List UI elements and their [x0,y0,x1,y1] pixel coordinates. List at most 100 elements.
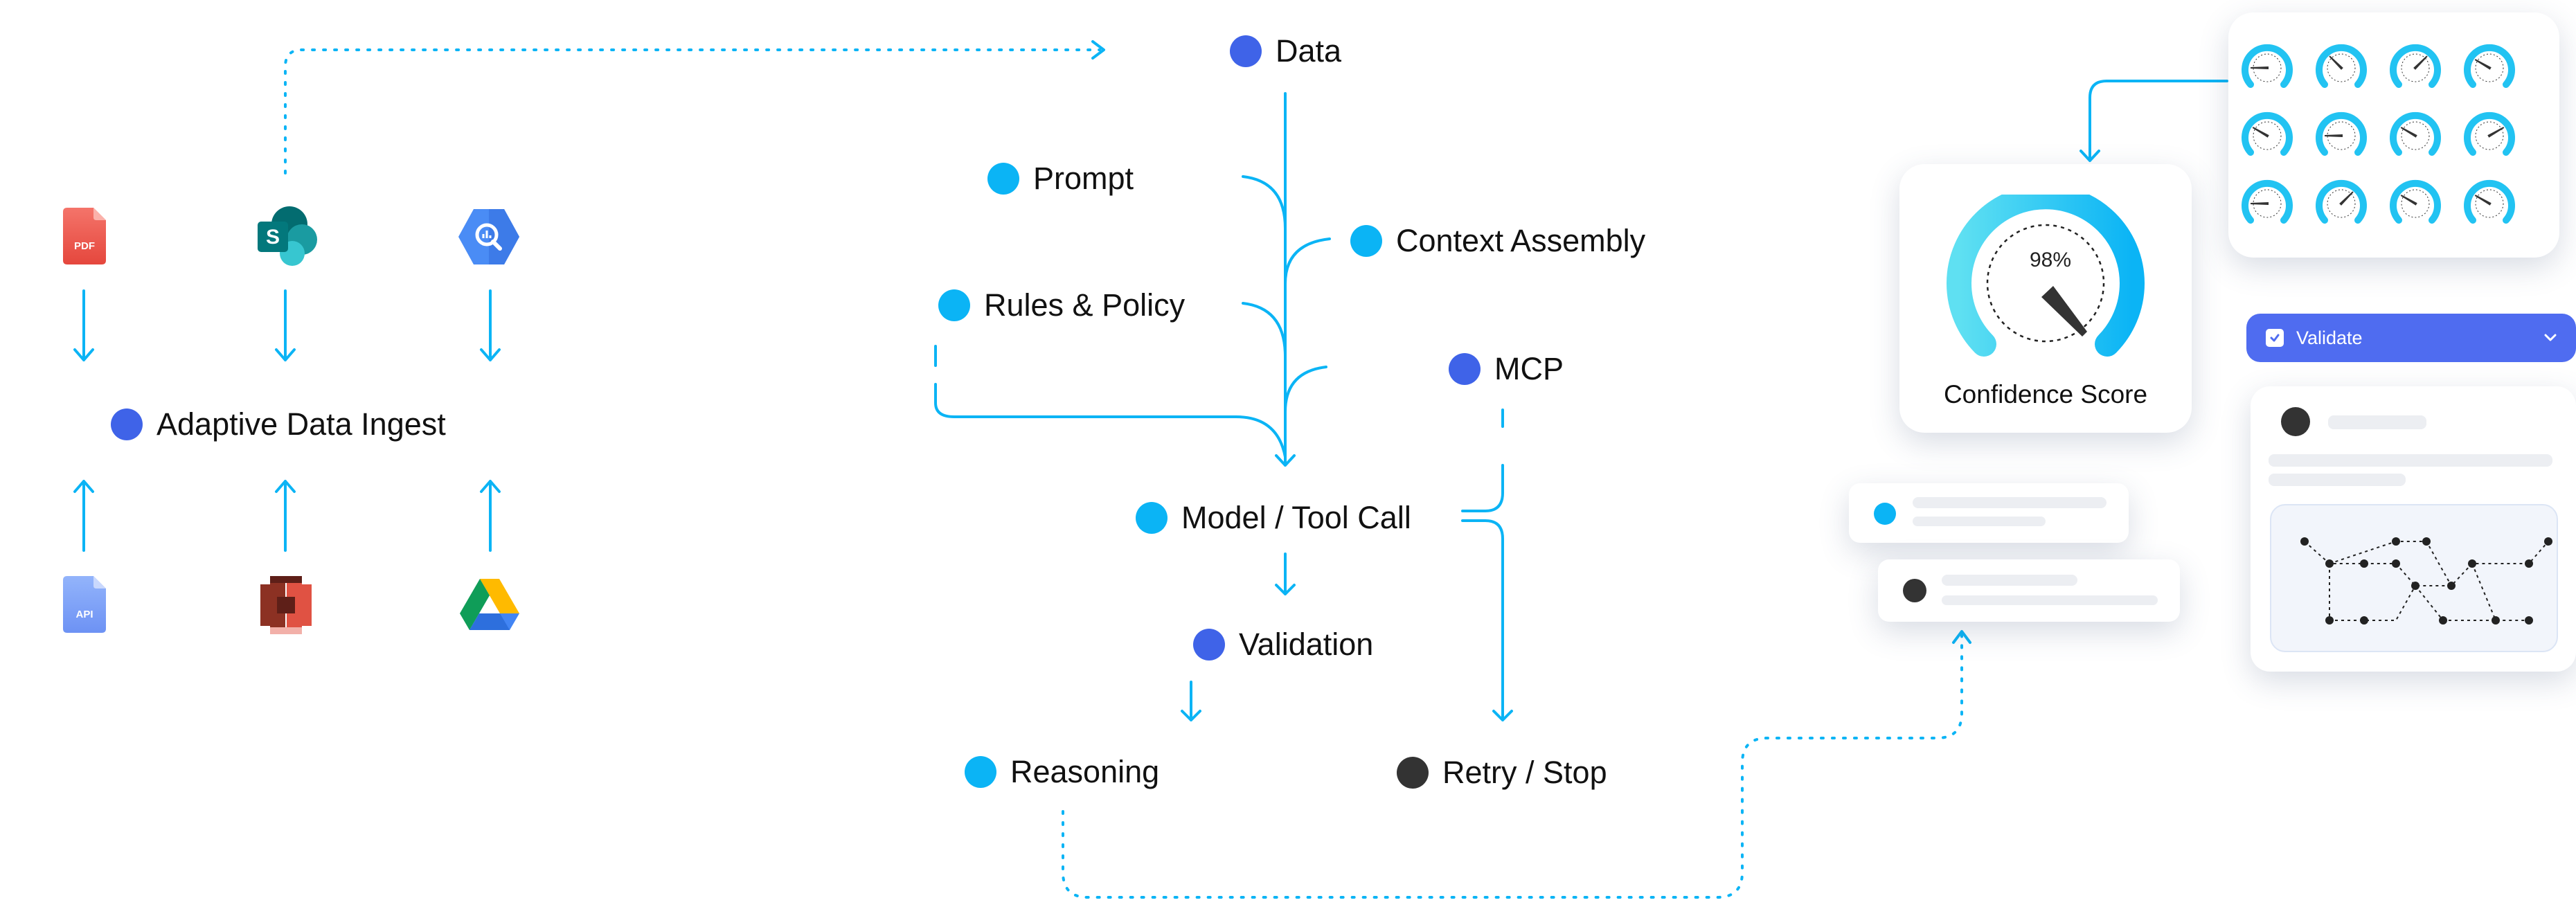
rules-side-loop [934,383,1287,458]
node-model-tool-call: Model / Tool Call [1136,500,1411,536]
node-prompt: Prompt [987,161,1134,197]
confidence-score-label: Confidence Score [1943,380,2148,408]
bigquery-icon [458,209,519,264]
ingest-to-data-dotted-connector [284,48,1101,174]
sharepoint-icon-label: S [266,226,280,249]
results-dotted-arrowhead [1952,630,1971,644]
detail-card-placeholder-title [2328,415,2426,429]
grid-to-confidence-connector [2079,80,2228,162]
mini-gauge-icon [2316,44,2367,88]
confidence-needle [2041,286,2087,336]
arrow-validation-to-reasoning [1181,681,1201,721]
ingest-to-data-arrowhead [1091,40,1105,60]
mini-gauge-icon [2464,111,2515,156]
checkbox-icon [2266,329,2284,347]
node-rules-policy-label: Rules & Policy [984,287,1186,323]
node-rules-policy: Rules & Policy [938,287,1185,323]
result-card-1-placeholder-line [1913,517,2046,526]
detail-card-placeholder-line-1 [2269,454,2552,467]
node-validation-dot [1193,629,1225,661]
arrow-s3-up [275,480,296,552]
mini-gauge-icon [2390,44,2441,88]
node-context-assembly-label: Context Assembly [1396,223,1646,258]
arrow-api-up [73,480,94,552]
confidence-percent: 98% [2030,249,2072,271]
node-adaptive-data-ingest: Adaptive Data Ingest [111,406,446,442]
mini-gauge-icon [2390,179,2441,224]
mini-gauge-icon [2316,111,2367,156]
node-mcp-dot [1449,353,1481,385]
model-to-retry-connector [1461,519,1513,721]
confidence-score-card: 98% Confidence Score [1899,164,2192,433]
arrow-bigquery-down [480,289,501,361]
node-adaptive-data-ingest-label: Adaptive Data Ingest [156,406,446,442]
node-validation: Validation [1193,627,1373,663]
result-card-1-dot [1874,503,1896,525]
node-reasoning-label: Reasoning [1010,754,1160,789]
pdf-file-icon: PDF [63,208,106,264]
node-retry-stop-label: Retry / Stop [1442,755,1607,790]
confidence-gauge-arc [1947,195,2145,357]
node-context-assembly: Context Assembly [1350,223,1645,259]
sharepoint-icon: S [258,206,317,266]
node-retry-stop-dot [1397,757,1429,789]
mini-gauge-icon [2464,179,2515,224]
mini-gauge-icon [2464,44,2515,88]
mini-gauge-icon [2390,111,2441,156]
result-card-1 [1849,483,2129,543]
node-validation-label: Validation [1239,627,1374,662]
node-adaptive-data-ingest-dot [111,408,143,440]
confidence-gauge-inner-ring [1986,224,2105,343]
mcp-to-model-bracket [1461,464,1504,512]
node-rules-policy-dot [938,289,970,321]
confidence-gauge [1947,195,2145,357]
node-mcp: MCP [1449,351,1564,387]
node-model-tool-call-dot [1136,502,1168,534]
flow-graph-box [2270,504,2558,652]
result-card-1-placeholder-title [1913,497,2107,508]
aws-s3-icon [260,576,312,634]
arrow-drive-up [480,480,501,552]
mcp-branch [1284,366,1327,413]
pdf-icon-label: PDF [74,240,95,252]
google-drive-icon [460,579,519,630]
gauges-grid-card [2228,12,2559,258]
mini-gauge-icon [2242,44,2293,88]
mini-gauge-icon [2316,179,2367,224]
detail-card-placeholder-line-2 [2269,474,2406,486]
mini-gauge-icon [2242,179,2293,224]
result-card-2-placeholder-title [1942,575,2077,586]
reasoning-to-results-dotted-connector [1062,632,1963,899]
detail-card-dot [2281,407,2310,436]
confidence-gauge-needle [2034,230,2120,316]
arrow-model-to-validation [1275,553,1296,595]
validate-dropdown[interactable]: Validate [2246,314,2576,362]
node-mcp-label: MCP [1494,351,1564,386]
node-reasoning-dot [965,756,996,788]
result-card-2 [1878,559,2180,622]
node-data: Data [1230,33,1341,69]
node-prompt-dot [987,163,1019,195]
context-branch [1284,237,1331,285]
node-retry-stop: Retry / Stop [1397,755,1607,791]
api-file-icon: API [63,576,106,633]
prompt-branch [1242,175,1287,230]
node-reasoning: Reasoning [965,754,1159,790]
arrow-pdf-down [73,289,94,361]
node-prompt-label: Prompt [1033,161,1134,196]
result-card-2-placeholder-line [1942,595,2158,605]
api-icon-label: API [75,609,93,620]
validate-detail-card [2251,386,2576,672]
result-card-2-dot [1903,579,1926,602]
chevron-down-icon [2544,334,2557,341]
arrow-sharepoint-down [275,289,296,361]
flow-graph [2300,537,2552,625]
mini-gauge-icon [2242,111,2293,156]
node-data-label: Data [1276,33,1342,69]
node-model-tool-call-label: Model / Tool Call [1181,500,1411,535]
node-context-assembly-dot [1350,225,1382,257]
node-data-dot [1230,35,1262,67]
validate-label: Validate [2296,327,2363,348]
rules-branch [1242,302,1287,358]
